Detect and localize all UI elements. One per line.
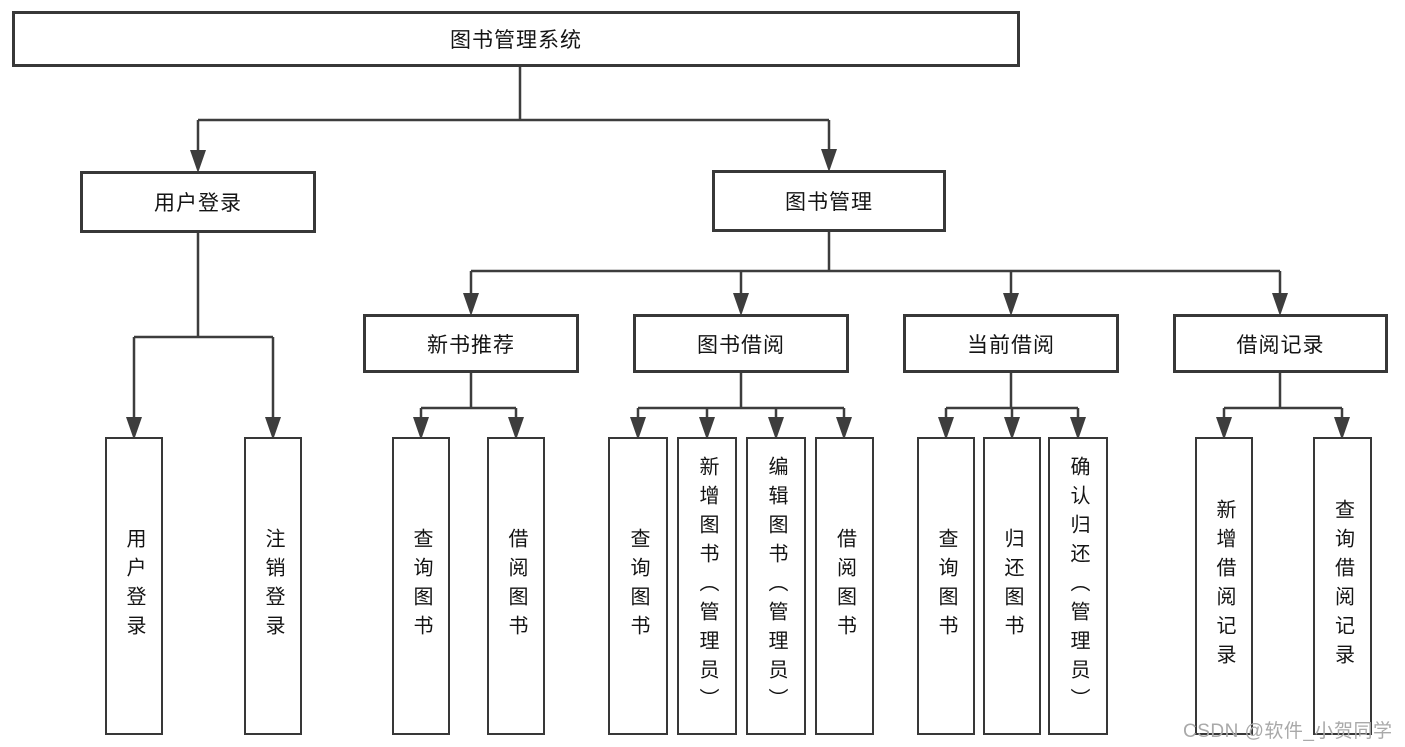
leaf-label: 借阅图书	[505, 528, 527, 644]
leaf-query-books-current: 查询图书	[917, 437, 975, 735]
leaf-add-books-admin: 新增图书（管理员）	[677, 437, 737, 735]
node-label: 图书借阅	[697, 333, 785, 357]
leaf-return-books: 归还图书	[983, 437, 1041, 735]
node-new-book-recommend: 新书推荐	[363, 314, 579, 373]
leaf-borrow-books: 借阅图书	[815, 437, 874, 735]
leaf-label: 查询图书	[627, 528, 649, 644]
leaf-label: 新增图书（管理员）	[696, 455, 718, 717]
leaf-label: 新增借阅记录	[1213, 499, 1235, 673]
node-user-login: 用户登录	[80, 171, 316, 233]
leaf-logout: 注销登录	[244, 437, 302, 735]
node-book-management: 图书管理	[712, 170, 946, 232]
node-label: 图书管理	[785, 191, 873, 214]
leaf-user-login: 用户登录	[105, 437, 163, 735]
watermark: CSDN @软件_小贺同学	[1183, 721, 1393, 742]
leaf-add-borrow-record: 新增借阅记录	[1195, 437, 1253, 735]
leaf-label: 查询图书	[935, 528, 957, 644]
leaf-label: 编辑图书（管理员）	[765, 455, 787, 717]
node-label: 用户登录	[154, 192, 242, 215]
node-label: 新书推荐	[427, 333, 515, 357]
leaf-query-books-borrow: 查询图书	[608, 437, 668, 735]
node-root-label: 图书管理系统	[450, 29, 582, 52]
node-root-system: 图书管理系统	[12, 11, 1020, 67]
node-current-borrow: 当前借阅	[903, 314, 1119, 373]
leaf-edit-books-admin: 编辑图书（管理员）	[746, 437, 806, 735]
node-label: 借阅记录	[1236, 333, 1325, 357]
leaf-confirm-return-admin: 确认归还（管理员）	[1048, 437, 1108, 735]
leaf-label: 确认归还（管理员）	[1067, 455, 1089, 717]
leaf-label: 查询图书	[410, 528, 432, 644]
leaf-label: 归还图书	[1001, 528, 1023, 644]
leaf-borrow-books-recommend: 借阅图书	[487, 437, 545, 735]
leaf-query-borrow-record: 查询借阅记录	[1313, 437, 1372, 735]
leaf-label: 查询借阅记录	[1331, 499, 1354, 673]
leaf-label: 注销登录	[262, 528, 284, 644]
node-borrow-record: 借阅记录	[1173, 314, 1388, 373]
leaf-label: 用户登录	[123, 528, 145, 644]
node-label: 当前借阅	[967, 333, 1055, 357]
leaf-query-books-recommend: 查询图书	[392, 437, 450, 735]
leaf-label: 借阅图书	[833, 528, 856, 644]
node-book-borrow: 图书借阅	[633, 314, 849, 373]
